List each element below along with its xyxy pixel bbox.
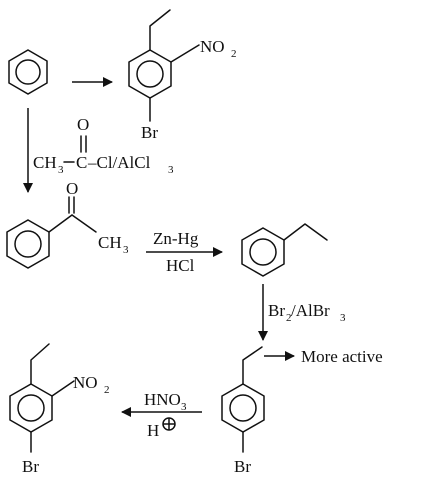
ketone-o-label: O xyxy=(66,179,78,198)
nitro-label-top: NO xyxy=(200,37,225,56)
final-product: NO 2 Br xyxy=(9,343,110,476)
reagent1-post: –Cl/AlCl xyxy=(87,153,151,172)
ethylbenzene xyxy=(241,223,328,277)
reagent1-pre-sub: 3 xyxy=(58,164,64,176)
br-label-bottom: Br xyxy=(22,457,39,476)
br-label-mid: Br xyxy=(234,457,251,476)
bromoethylbenzene: Br xyxy=(221,346,265,476)
reagent1-o: O xyxy=(77,115,89,134)
target-product-top: NO 2 Br xyxy=(128,9,237,142)
reagent1-pre: CH xyxy=(33,153,57,172)
reagent3-b: /AlBr xyxy=(291,301,330,320)
nitro-sub-bottom: 2 xyxy=(104,384,110,396)
ketone-ch3-sub: 3 xyxy=(123,244,129,256)
reagent1-post-sub: 3 xyxy=(168,164,174,176)
nitro-label-bottom: NO xyxy=(73,373,98,392)
acetophenone: O CH 3 xyxy=(6,179,129,269)
reagent4-bottom: H xyxy=(147,421,159,440)
reagent1-c: C xyxy=(76,153,87,172)
br-label-top: Br xyxy=(141,123,158,142)
reagent3-a-sub: 2 xyxy=(286,312,292,324)
benzene xyxy=(8,49,48,95)
circled-plus-icon xyxy=(162,417,176,431)
nitro-sub-top: 2 xyxy=(231,48,237,60)
reagent4-top-sub: 3 xyxy=(181,401,187,413)
reagent-acetyl-chloride: O CH 3 C –Cl/AlCl 3 xyxy=(33,115,174,176)
reagent3-a: Br xyxy=(268,301,285,320)
ketone-ch3-label: CH xyxy=(98,233,122,252)
reagent2-bottom: HCl xyxy=(166,256,195,275)
reagent2-top: Zn-Hg xyxy=(153,229,199,248)
reagent3-b-sub: 3 xyxy=(340,312,346,324)
more-active-label: More active xyxy=(301,347,383,366)
reagent4-top: HNO xyxy=(144,390,181,409)
